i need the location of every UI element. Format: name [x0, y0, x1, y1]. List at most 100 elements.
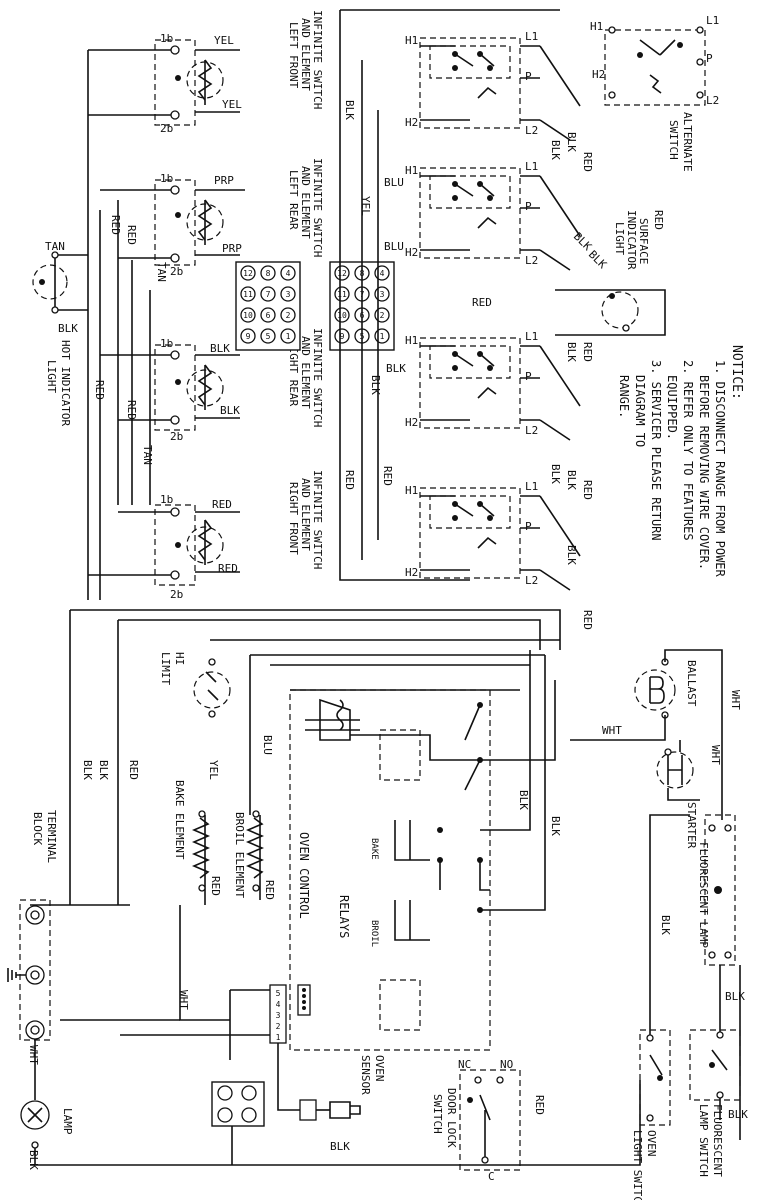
alt-p: P — [706, 52, 713, 65]
grid-pin — [240, 328, 256, 344]
grid-pin-label: 11 — [243, 290, 253, 299]
alt-h2: H2 — [592, 68, 605, 81]
sensor-pin-label: 1 — [276, 1033, 281, 1042]
grid-pin — [334, 286, 350, 302]
wire-blk-s3: BLK — [369, 375, 382, 395]
svg-text:RIGHT FRONT: RIGHT FRONT — [287, 482, 300, 555]
svg-text:INFINITE SWITCH: INFINITE SWITCH — [311, 10, 324, 109]
wire-tan-lr: TAN — [155, 262, 168, 282]
broil-element: BLU RED BROIL ELEMENT — [233, 735, 276, 900]
oven-control: BAKE BROIL OVEN CONTROL RELAYS BLK BLK — [289, 650, 562, 1051]
wire-blk-o1: BLK — [81, 760, 94, 780]
wire-red-s3: RED — [343, 470, 356, 490]
grid-pin — [334, 328, 350, 344]
svg-text:INDICATOR: INDICATOR — [625, 210, 638, 270]
svg-text:LEFT FRONT: LEFT FRONT — [287, 22, 300, 89]
svg-text:RIGHT REAR: RIGHT REAR — [287, 340, 300, 407]
wire-yel-bake: YEL — [207, 760, 220, 780]
notice-line-7: RANGE. — [617, 375, 631, 418]
alternate-switch: H1 H2 L1 P L2 ALTERNATE SWITCH — [590, 14, 719, 172]
surface-terminal: L2 — [525, 574, 538, 587]
surface-terminal: H1 — [405, 34, 418, 47]
fluorescent-lamp: FLUORESCENT LAMP — [697, 814, 736, 966]
bake-element: YEL RED BAKE ELEMENT — [173, 760, 222, 896]
svg-text:DOOR LOCK: DOOR LOCK — [445, 1088, 458, 1148]
sensor-pin-label: 5 — [276, 989, 281, 998]
svg-text:LAMP: LAMP — [61, 1108, 74, 1135]
t-2b-lr: 2b — [170, 265, 183, 278]
svg-text:LIGHT: LIGHT — [613, 222, 626, 255]
dl-c: C — [488, 1170, 495, 1183]
switch-right-front: 1b 2b RED RED RED — [88, 380, 240, 601]
switch-left-rear: 1b 2b PRP PRP RED RED TAN — [100, 172, 245, 282]
surface-terminal: H1 — [405, 164, 418, 177]
wire-blk-lamp: BLK — [27, 1150, 40, 1170]
wire-red-bus: RED — [93, 380, 106, 400]
sensor-pin-label: 3 — [276, 1011, 281, 1020]
grid-pin-label: 10 — [243, 311, 253, 320]
wire-blk-o2: BLK — [97, 760, 110, 780]
surface-indicator-light: RED SURFACE INDICATOR LIGHT — [555, 210, 666, 336]
label-sw-lr: INFINITE SWITCH AND ELEMENT LEFT REAR — [287, 158, 324, 257]
dl-no: NO — [500, 1058, 513, 1071]
notice-line-1: 1. DISCONNECT RANGE FROM POWER — [713, 360, 727, 578]
svg-text:BLOCK: BLOCK — [31, 812, 44, 845]
grid-pin — [280, 328, 296, 344]
wire-red-s5: RED — [581, 342, 594, 362]
surface-terminal: L1 — [525, 480, 538, 493]
wire-red-s7: RED — [581, 610, 594, 630]
wire-red-sil: RED — [652, 210, 665, 230]
surface-terminal: H2 — [405, 416, 418, 429]
svg-text:INFINITE SWITCH: INFINITE SWITCH — [311, 158, 324, 257]
svg-text:AND ELEMENT: AND ELEMENT — [299, 166, 312, 239]
t-2b-rr: 2b — [170, 430, 183, 443]
surface-terminal: H1 — [405, 484, 418, 497]
wire-red-bake: RED — [209, 876, 222, 896]
surface-terminal: H2 — [405, 566, 418, 579]
wire-wht-o1: WHT — [177, 990, 190, 1010]
surface-terminal: L2 — [525, 124, 538, 137]
wire-wht-lamp: WHT — [27, 1045, 40, 1065]
surface-terminal: P — [525, 200, 532, 213]
svg-text:LIMIT: LIMIT — [159, 652, 172, 685]
surface-terminal: L1 — [525, 30, 538, 43]
notice-line-6: DIAGRAM TO — [633, 375, 647, 447]
grid-pin — [260, 265, 276, 281]
grid-pin-label: 3 — [286, 290, 291, 299]
grid-pin-label: 8 — [266, 269, 271, 278]
wire-wht-b2: WHT — [729, 690, 742, 710]
infinite-switches: 1b 2b YEL YEL 1b 2b PRP PRP RED RED TAN — [32, 10, 395, 601]
wire-blk-fl2: BLK — [728, 1108, 748, 1121]
wire-blk-s9: BLK — [549, 464, 562, 484]
surface-terminal: H1 — [405, 334, 418, 347]
surface-terminal: P — [525, 520, 532, 533]
oven-light-switch: BLK OVEN LIGHT SWITCH — [631, 814, 690, 1200]
wire-blk-s4: BLK — [549, 140, 562, 160]
wire-blk-s8: BLK — [565, 342, 578, 362]
wire-red-s1: RED — [472, 296, 492, 309]
wire-blk-fl1: BLK — [725, 990, 745, 1003]
grid-pin-label: 12 — [243, 269, 253, 278]
svg-text:OVEN: OVEN — [645, 1130, 658, 1157]
surface-terminal: H2 — [405, 246, 418, 259]
wire-prp-1: PRP — [214, 174, 234, 187]
svg-text:LEFT REAR: LEFT REAR — [287, 170, 300, 230]
svg-text:FLUORESCENT: FLUORESCENT — [711, 1104, 724, 1177]
wire-yel-s: YEL — [359, 196, 372, 216]
svg-text:AND ELEMENT: AND ELEMENT — [299, 336, 312, 409]
svg-text:INFINITE SWITCH: INFINITE SWITCH — [311, 470, 324, 569]
wire-blk-ol: BLK — [659, 915, 672, 935]
wire-red-lr2: RED — [125, 225, 138, 245]
surface-terminal: L1 — [525, 160, 538, 173]
sensor-pin-label: 2 — [276, 1022, 281, 1031]
grid-pin — [260, 286, 276, 302]
label-sw-rf: INFINITE SWITCH AND ELEMENT RIGHT FRONT — [287, 470, 324, 569]
grid-pin — [280, 286, 296, 302]
grid-pin-label: 9 — [340, 332, 345, 341]
wire-blk-s2: BLK — [386, 362, 406, 375]
